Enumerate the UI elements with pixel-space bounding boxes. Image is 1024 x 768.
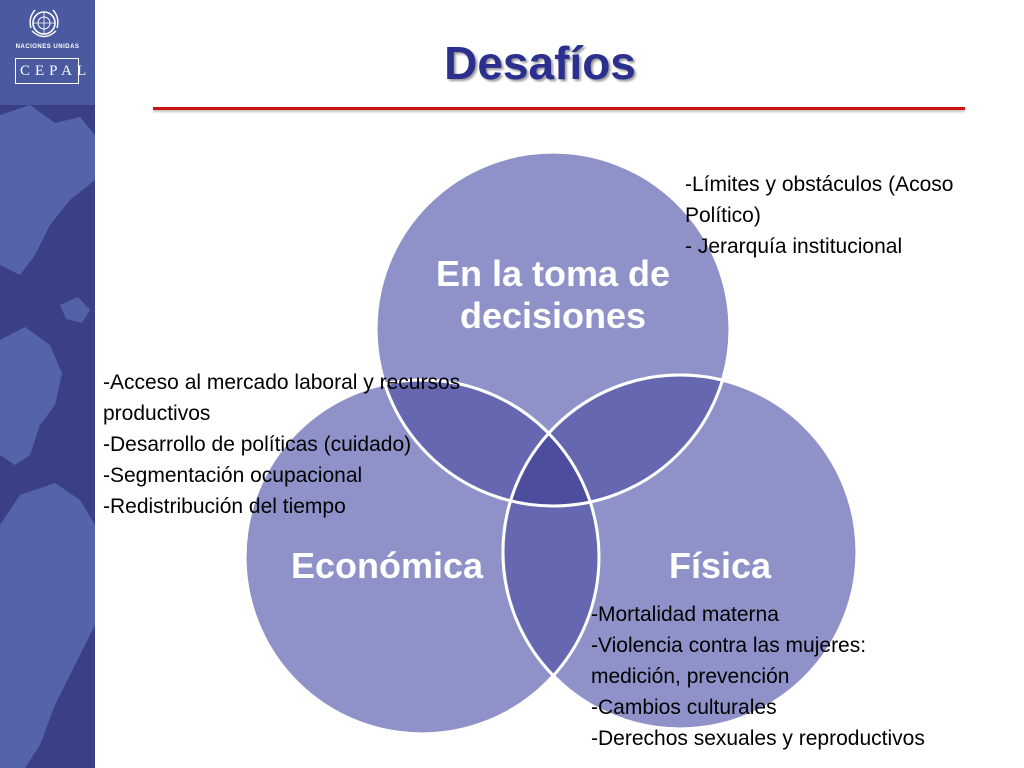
overlap-decisiones-economica bbox=[376, 380, 599, 506]
note-line: -Acceso al mercado laboral y recursos bbox=[103, 371, 461, 394]
notes-decisiones: -Límites y obstáculos (Acoso Político) -… bbox=[685, 169, 953, 262]
note-line: -Mortalidad materna bbox=[591, 603, 779, 626]
label-fisica: Física bbox=[668, 545, 772, 586]
note-line: productivos bbox=[103, 402, 211, 425]
note-line: -Violencia contra las mujeres: bbox=[591, 634, 867, 657]
label-decisiones: En la toma de decisiones bbox=[435, 253, 671, 336]
un-emblem-icon bbox=[29, 9, 59, 38]
slide-title: Desafíos bbox=[444, 37, 636, 89]
outline-economica bbox=[243, 378, 601, 736]
branding-sidebar: NACIONES UNIDAS CEPAL bbox=[0, 0, 95, 768]
notes-economica: -Acceso al mercado laboral y recursos pr… bbox=[103, 367, 460, 522]
note-line: -Límites y obstáculos (Acoso bbox=[685, 173, 954, 196]
americas-map-icon bbox=[0, 105, 95, 768]
note-line: -Desarrollo de políticas (cuidado) bbox=[103, 433, 412, 456]
title-divider bbox=[153, 107, 965, 110]
note-line: medición, prevención bbox=[591, 665, 790, 688]
overlap-decisiones-fisica bbox=[503, 375, 730, 506]
note-line: -Cambios culturales bbox=[591, 696, 777, 719]
note-line: Político) bbox=[685, 204, 761, 227]
branding-header: NACIONES UNIDAS CEPAL bbox=[0, 0, 95, 105]
org-label: NACIONES UNIDAS bbox=[15, 44, 80, 50]
cepal-logo: CEPAL bbox=[15, 58, 86, 84]
note-line: -Segmentación ocupacional bbox=[103, 464, 363, 487]
notes-fisica: -Mortalidad materna -Violencia contra la… bbox=[591, 599, 925, 754]
label-economica: Económica bbox=[290, 545, 484, 586]
note-line: -Redistribución del tiempo bbox=[103, 495, 346, 518]
outline-fisica bbox=[501, 373, 859, 731]
note-line: - Jerarquía institucional bbox=[685, 235, 903, 258]
outline-decisiones bbox=[374, 150, 732, 508]
note-line: -Derechos sexuales y reproductivos bbox=[591, 727, 925, 750]
